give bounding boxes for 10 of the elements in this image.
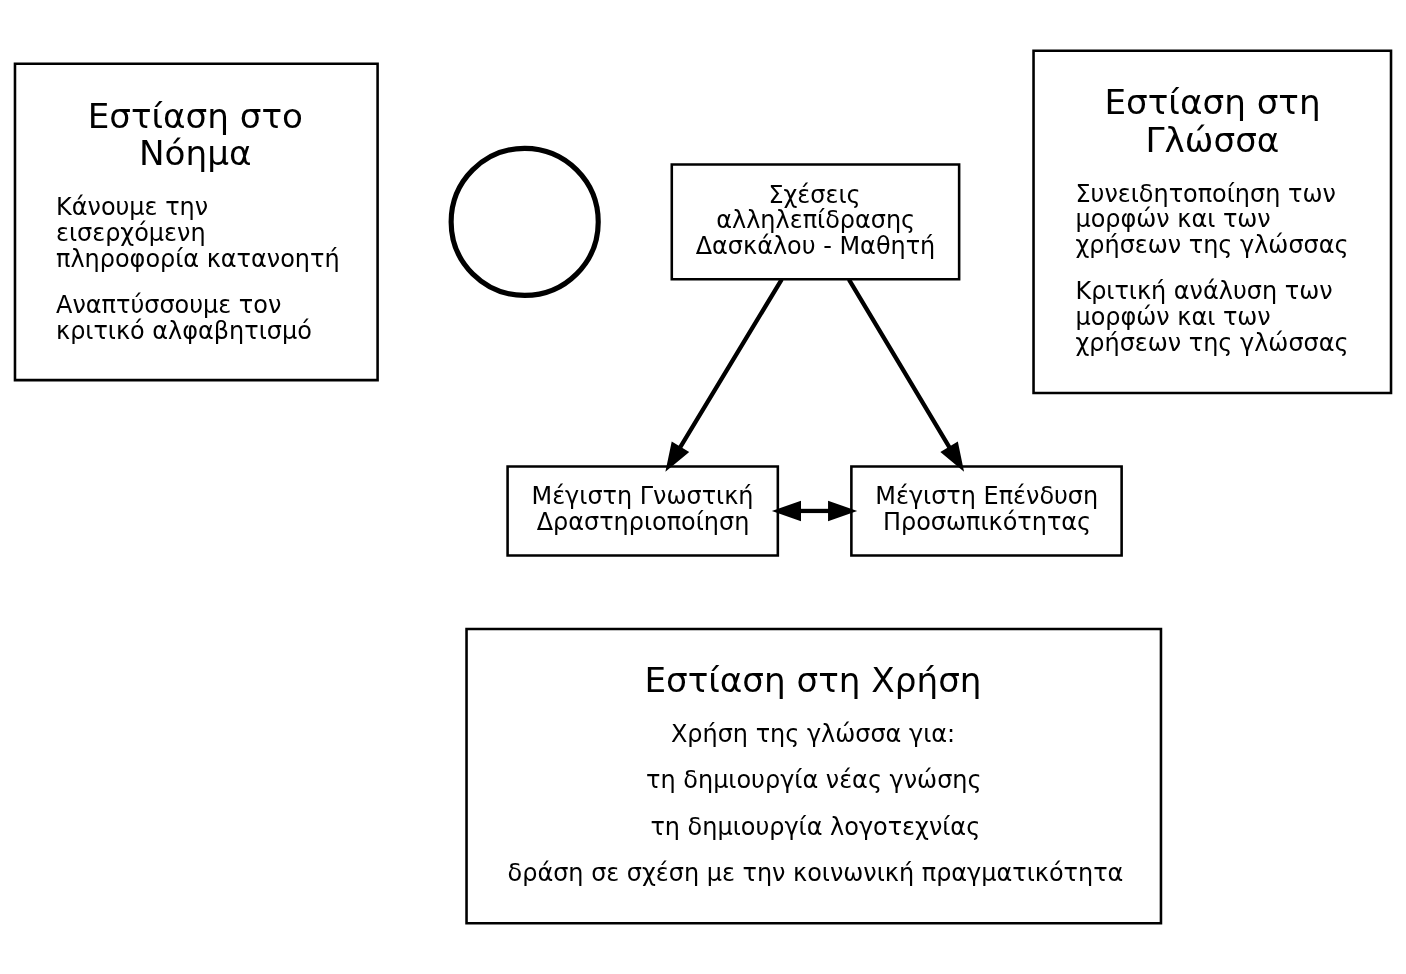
node-box: Σχέσεις αλληλεπίδρασης Δασκάλου - Μαθητή <box>670 163 961 281</box>
arrow <box>665 278 784 472</box>
node-circle <box>448 145 601 298</box>
node-box: Μέγιστη Επένδυση Προσωπικότητας <box>850 465 1123 557</box>
arrow <box>771 500 858 522</box>
node-box: Εστίαση στη Χρήση Χρήση της γλώσσα για: τη δημιουργία νέας γνώσης τη δημιουργία λογοτεχνίας δράση σε σχέση με την κοινωνική πραγματικότητα <box>465 627 1163 925</box>
node-box: Εστίαση στο Νόημα Κάνουμε την εισερχόμενη πληροφορία κατανοητή Αναπτύσσουμε τον κριτικό αλφαβητισμό <box>13 62 379 382</box>
node-box: Εστίαση στη Γλώσσα Συνειδητοποίηση των μορφών και των χρήσεων της γλώσσας Κριτική ανάλυση των μορφών και των χρήσεων της γλώσσας <box>1032 49 1393 395</box>
arrow <box>847 278 965 472</box>
node-box: Μέγιστη Γνωστική Δραστηριοποίηση <box>506 465 780 557</box>
